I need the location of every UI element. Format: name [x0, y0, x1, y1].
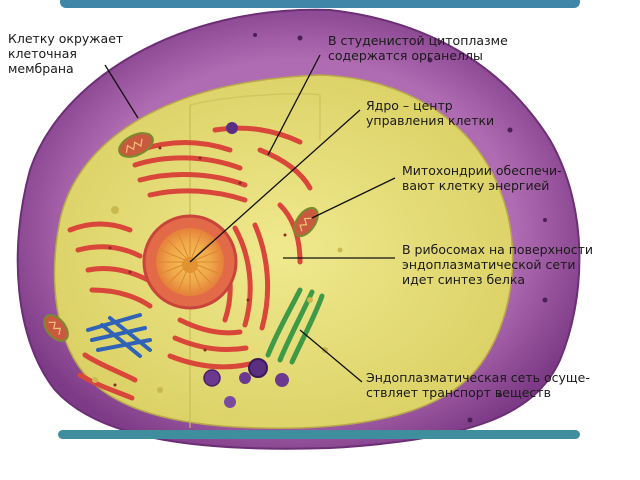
label-membrane-line-2: клеточная: [8, 46, 77, 61]
nucleolus: [182, 257, 198, 273]
label-er-line-2: ствляет транспорт веществ: [366, 385, 551, 400]
label-nucleus-line-1: Ядро – центр: [366, 98, 453, 113]
label-er-line-1: Эндоплазматическая сеть осуще-: [366, 370, 590, 385]
label-ribosomes-line-3: идет синтез белка: [402, 272, 526, 287]
label-membrane: Клетку окружает клеточная мембрана: [8, 31, 123, 76]
label-ribosomes: В рибосомах на поверхности эндоплазматич…: [402, 242, 593, 287]
cytoplasm: [53, 74, 514, 429]
label-ribosomes-line-1: В рибосомах на поверхности: [402, 242, 594, 257]
label-mitochondria-line-2: вают клетку энергией: [402, 178, 550, 193]
mitochondria: [43, 132, 319, 342]
label-ribosomes-line-2: эндоплазматической сети: [402, 257, 576, 272]
golgi-apparatus: [86, 313, 152, 358]
label-mitochondria-line-1: Митохондрии обеспечи-: [402, 163, 562, 178]
label-cytoplasm-line-1: В студенистой цитоплазме: [328, 33, 508, 48]
vesicles: [203, 122, 289, 408]
label-nucleus: Ядро – центр управления клетки: [366, 98, 494, 128]
label-er: Эндоплазматическая сеть осуще- ствляет т…: [366, 370, 590, 400]
bottom-accent-bar: [58, 430, 580, 439]
top-accent-bar: [60, 0, 580, 8]
label-membrane-line-3: мембрана: [8, 61, 74, 76]
leader-lines: [104, 54, 396, 383]
label-mitochondria: Митохондрии обеспечи- вают клетку энерги…: [402, 163, 562, 193]
label-nucleus-line-2: управления клетки: [366, 113, 495, 128]
label-cytoplasm-line-2: содержатся органеллы: [328, 48, 483, 63]
label-membrane-line-1: Клетку окружает: [8, 31, 124, 46]
label-cytoplasm: В студенистой цитоплазме содержатся орга…: [328, 33, 508, 63]
